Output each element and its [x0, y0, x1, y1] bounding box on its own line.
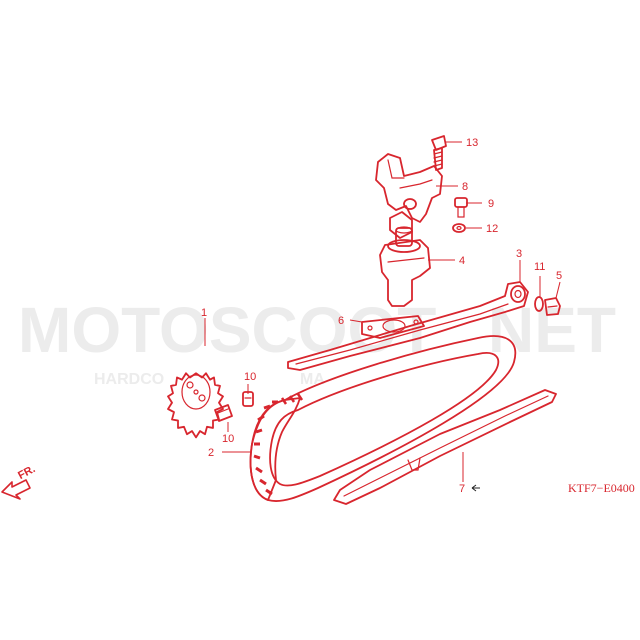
pivot-bolt	[544, 297, 561, 316]
callout-5: 5	[556, 270, 562, 282]
cam-sprocket	[167, 372, 224, 439]
callout-11: 11	[534, 261, 545, 273]
small-washer	[452, 223, 466, 233]
callout-13: 13	[466, 137, 478, 149]
sprocket-bolt-upper	[242, 391, 254, 407]
direction-label: FR.	[16, 463, 37, 482]
callout-4: 4	[459, 255, 465, 267]
watermark-sub: HARDCO	[94, 371, 164, 388]
tensioner-lifter	[379, 211, 431, 307]
callout-6: 6	[338, 315, 344, 327]
watermark-main: MOTOSCOOT	[18, 294, 436, 366]
small-bolt	[454, 197, 468, 218]
callout-10-lower: 10	[222, 433, 234, 445]
front-direction-arrow-icon: FR.	[1, 463, 37, 500]
callout-8: 8	[462, 181, 468, 193]
watermark: MOTOSCOOT NET HARDCO MA	[18, 294, 616, 388]
callout-10-upper: 10	[244, 371, 256, 383]
pointer-arrow-icon	[471, 484, 480, 492]
tensioner-slider	[287, 281, 529, 371]
diagram-code: KTF7−E0400	[568, 481, 635, 495]
washer	[534, 296, 544, 312]
chain-guide	[333, 389, 557, 505]
callout-9: 9	[488, 198, 494, 210]
watermark-sub2: MA	[300, 371, 325, 388]
sprocket-bolt-lower	[214, 404, 233, 422]
bracket-bolt	[431, 135, 447, 171]
leader-lines	[204, 141, 561, 482]
callout-2: 2	[208, 447, 214, 459]
callout-1: 1	[201, 307, 207, 319]
lifter-bracket	[375, 153, 443, 223]
callout-7: 7	[459, 483, 465, 495]
cam-chain	[249, 335, 517, 502]
callout-12: 12	[486, 223, 498, 235]
tensioner-gasket	[361, 315, 425, 339]
callout-numbers: 1 2 3 4 5 6 7 8 9 10 10 11 12 13	[201, 137, 562, 495]
callout-3: 3	[516, 248, 522, 260]
